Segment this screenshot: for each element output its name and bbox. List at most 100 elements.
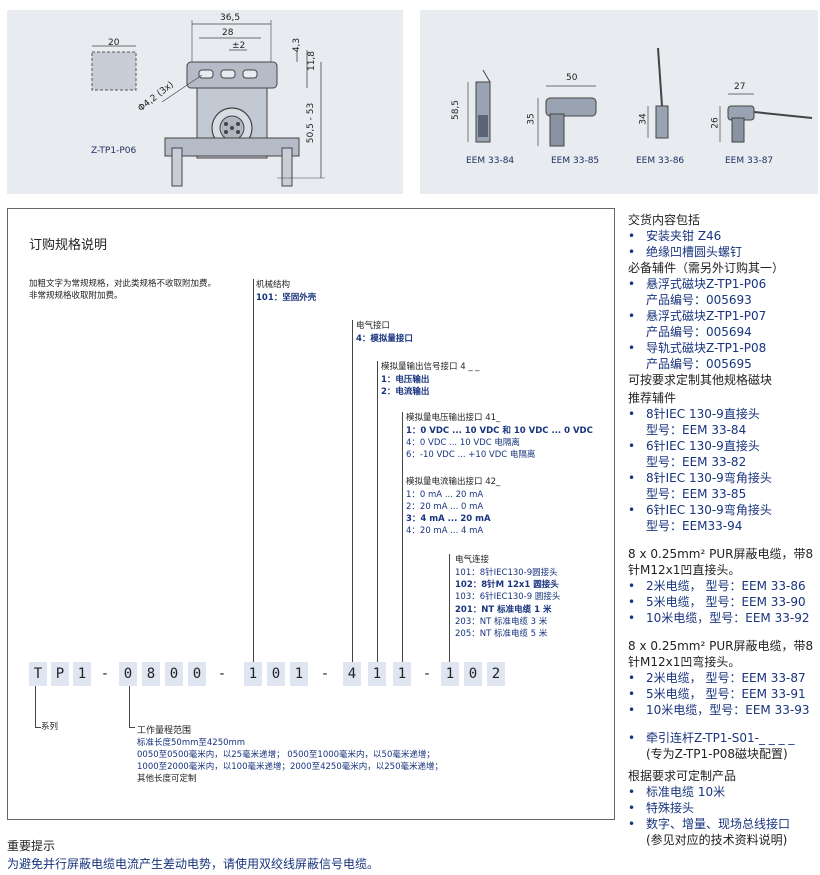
connector-label-1: EEM 33-84 [466,156,515,166]
magnet-drawing [91,20,325,187]
range-line-2: 0050至0500毫米内，以25毫米递增； 0500至1000毫米内，以50毫米… [137,750,435,760]
notice-title: 重要提示 [7,839,56,853]
drawing-panel-magnet: 20 36,5 28 ±2 4,3 11,8 50,5 - 53 Φ4,2 (3… [7,10,403,194]
conn-title: 电气连接 [455,555,490,565]
line-range [129,686,130,728]
recommended-code: 型号：EEM 33-82 [646,455,747,469]
conn-option-5: 203：NT 标准电缆 3 米 [455,617,548,627]
code-cell: 1 [368,662,386,686]
delivery-title: 交货内容包括 [628,213,701,227]
dim-width-20: 20 [108,38,120,48]
line-series [35,686,36,728]
code-cell: 0 [119,662,137,686]
delivery-item: •绝缘凹槽圆头螺钉 [628,245,743,259]
recommended-code: 型号：EEM 33-85 [646,487,747,501]
custom-item: •特殊接头 [628,801,695,815]
volt-title: 模拟量电压输出接口 41_ [406,413,501,423]
dim-height-11-8: 11,8 [307,50,318,72]
dim-width-28: 28 [222,28,234,38]
dim-34: 34 [638,113,649,125]
recommended-item: •6针IEC 130-9直接头 [628,439,760,453]
code-cell: 0 [464,662,482,686]
mech-option: 101：坚固外壳 [256,293,317,303]
dim-width-36-5: 36,5 [220,13,241,23]
drawing-panel-connectors: 58,5 50 35 34 27 26 EEM 33-84 EEM 33-85 … [420,10,818,194]
code-cell: P [51,662,69,686]
recommended-item: •8针IEC 130-9直接头 [628,407,760,421]
range-line-1: 标准长度50mm至4250mm [137,738,246,748]
curr-option-2: 2：20 mA ... 0 mA [406,502,484,512]
code-cell: 2 [487,662,505,686]
order-note-2: 非常规规格收取附加费。 [29,291,123,301]
order-spec-box [7,208,615,820]
dim-50: 50 [566,73,578,83]
range-title: 工作量程范围 [137,726,192,736]
required-title: 必备辅件（需另外订购其一） [628,261,785,275]
curr-option-1: 1：0 mA ... 20 mA [406,490,484,500]
analog-title: 模拟量输出信号接口 4 _ _ [381,362,480,372]
cable1-line1: 8 x 0.25mm² PUR屏蔽电缆，带8 [628,547,814,561]
curr-option-3: 3：4 mA ... 20 mA [406,514,491,524]
dim-tolerance: ±2 [232,41,246,51]
order-note-1: 加粗文字为常规规格，对此类规格不收取附加费。 [29,279,217,289]
series-label: 系列 [41,722,59,732]
cable1-item: •10米电缆，型号：EEM 33-92 [628,611,810,625]
cable2-item: •10米电缆，型号：EEM 33-93 [628,703,810,717]
conn-option-3: 103：6针IEC130-9 圆接头 [455,592,561,602]
dim-26: 26 [710,117,721,129]
dim-height-50-5: 50,5 - 53 [306,102,317,144]
line-range-h [129,727,135,728]
delivery-item: •安装夹钳 Z46 [628,229,722,243]
dim-27: 27 [734,82,746,92]
code-sep: - [422,666,432,682]
cable1-item: •5米电缆， 型号：EEM 33-90 [628,595,806,609]
conn-option-2: 102：8针M 12x1 圆接头 [455,580,559,590]
recommended-item: •6针IEC 130-9弯角接头 [628,503,772,517]
conn-option-4: 201：NT 标准电缆 1 米 [455,605,552,615]
line-conn [449,554,450,663]
recommended-code: 型号：EEM33-94 [646,519,743,533]
code-sep: - [320,666,330,682]
dim-height-4-3: 4,3 [292,37,303,53]
line-volt [402,412,403,663]
code-cell: 1 [244,662,262,686]
cable2-item: •5米电缆， 型号：EEM 33-91 [628,687,806,701]
recommended-code: 型号：EEM 33-84 [646,423,747,437]
volt-option-1: 1：0 VDC ... 10 VDC 和 10 VDC ... 0 VDC [406,426,593,436]
connector-label-2: EEM 33-85 [551,156,600,166]
recommended-title: 推荐辅件 [628,391,677,405]
custom-item: •标准电缆 10米 [628,785,726,799]
order-title: 订购规格说明 [29,238,108,253]
sidebar: 交货内容包括 •安装夹钳 Z46 •绝缘凹槽圆头螺钉 必备辅件（需另外订购其一）… [628,212,818,848]
rod-note: (专为Z-TP1-P08磁块配置) [646,747,788,761]
volt-option-3: 6：-10 VDC ... +10 VDC 电隔离 [406,450,536,460]
custom-note: (参见对应的技术资料说明) [646,833,788,847]
code-cell: 0 [267,662,285,686]
required-item: •导轨式磁块Z-TP1-P08 [628,341,767,355]
analog-option-1: 1：电压输出 [381,375,430,385]
line-elec [352,320,353,663]
dim-35: 35 [526,113,537,125]
elec-title: 电气接口 [356,321,391,331]
conn-option-1: 101：8针IEC130-9圆接头 [455,568,558,578]
rod-item: •牵引连杆Z-TP1-S01-_ _ _ _ [628,731,795,745]
recommended-item: •8针IEC 130-9弯角接头 [628,471,772,485]
custom-magnet: 可按要求定制其他规格磁块 [628,373,773,387]
curr-option-4: 4：20 mA ... 4 mA [406,526,484,536]
code-sep: - [217,666,227,682]
code-cell: 1 [393,662,411,686]
dim-58-5: 58,5 [451,99,462,121]
required-code: 产品编号：005694 [646,325,752,339]
mech-title: 机械结构 [256,280,291,290]
code-cell: T [29,662,47,686]
required-code: 产品编号：005693 [646,293,752,307]
code-cell: 1 [73,662,91,686]
custom-item: •数字、增量、现场总线接口 [628,817,791,831]
range-line-4: 其他长度可定制 [137,774,197,784]
range-line-3: 1000至2000毫米内，以100毫米递增；2000至4250毫米内，以250毫… [137,762,443,772]
code-cell: 1 [441,662,459,686]
code-cell: 4 [343,662,361,686]
cable1-item: •2米电缆， 型号：EEM 33-86 [628,579,806,593]
volt-option-2: 4：0 VDC ... 10 VDC 电隔离 [406,438,520,448]
conn-option-6: 205：NT 标准电缆 5 米 [455,629,548,639]
